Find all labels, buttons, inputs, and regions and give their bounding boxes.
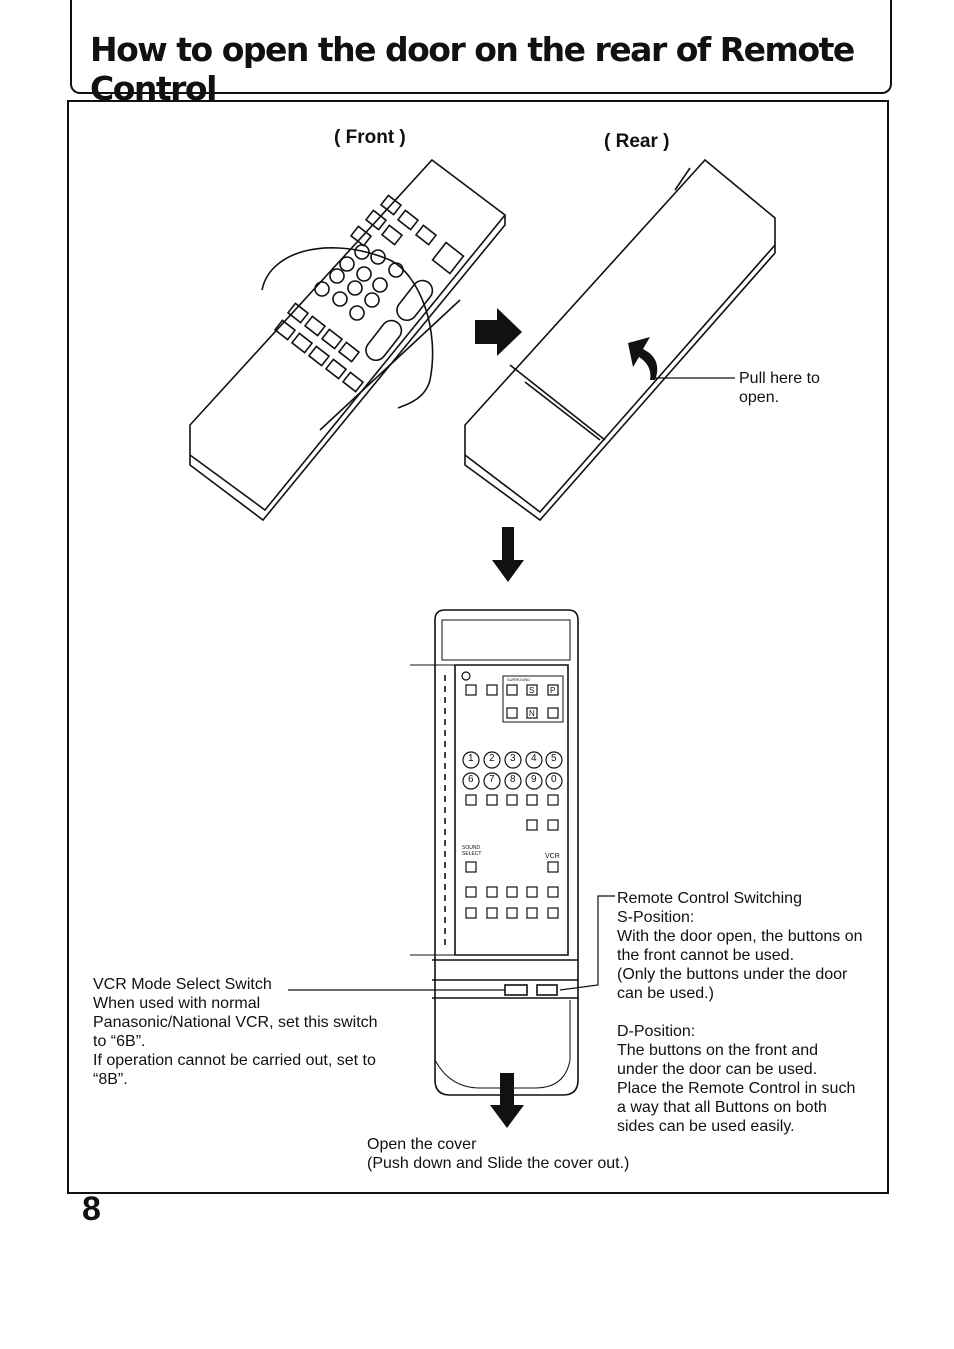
surround-label: SURROUND [507,677,531,682]
pull-note: Pull here to open. [739,370,820,406]
sound-select-label: SOUND SELECT [462,845,482,857]
figure-box [67,100,889,1194]
rear-label: ( Rear ) [604,131,670,152]
key-s: S [529,686,535,695]
pull-arrow-icon [628,337,658,380]
page-title: How to open the door on the rear of Remo… [90,30,855,108]
key-3: 3 [510,753,516,764]
key-7: 7 [489,774,495,785]
key-n: N [529,709,535,718]
open-remote-drawing [410,609,579,1096]
s-position-text: S-Position: With the door open, the butt… [617,909,863,1002]
key-2: 2 [489,753,495,764]
title-frame [70,0,892,94]
open-remote-keys [461,671,564,919]
front-remote-drawing [189,158,507,522]
vcr-switch-body: When used with normal Panasonic/National… [93,995,378,1088]
key-0: 0 [551,774,557,785]
key-5: 5 [551,753,557,764]
key-8: 8 [510,774,516,785]
right-arrow-icon [475,308,522,356]
number-keys [462,751,563,790]
switching-heading: Remote Control Switching [617,890,802,907]
front-label: ( Front ) [334,127,406,148]
slide-down-arrow-icon [490,1073,524,1128]
down-arrow-icon [492,527,524,582]
vcr-key-label: VCR [545,853,560,860]
rear-remote-drawing [464,158,776,522]
key-p: P [550,686,556,695]
front-button-grid [273,194,465,393]
key-4: 4 [531,753,537,764]
key-6: 6 [468,774,474,785]
switching-leader-line [559,895,615,991]
page-number: 8 [82,1190,101,1228]
vcr-switch-heading: VCR Mode Select Switch [93,976,272,993]
d-position-text: D-Position: The buttons on the front and… [617,1023,856,1135]
key-1: 1 [468,753,474,764]
key-9: 9 [531,774,537,785]
open-cover-note: Open the cover (Push down and Slide the … [367,1136,630,1172]
